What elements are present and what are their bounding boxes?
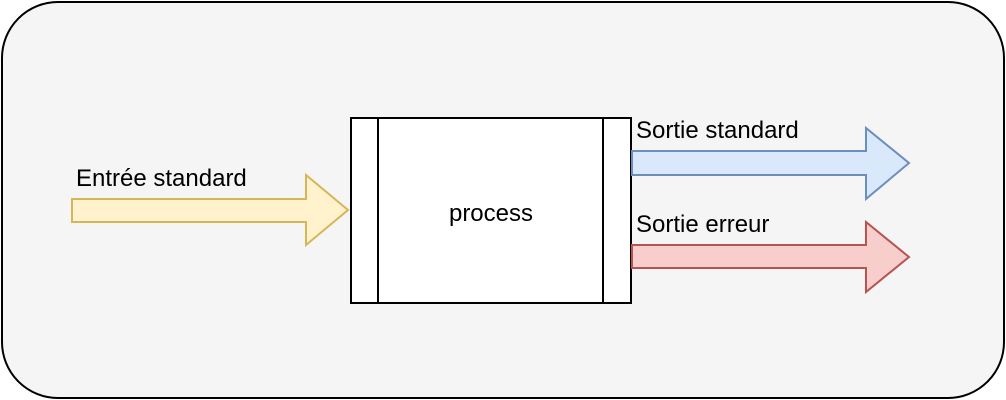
stdin-arrow bbox=[71, 172, 350, 248]
process-box bbox=[350, 117, 632, 304]
stdout-label: Sortie standard bbox=[636, 117, 799, 144]
stdout-arrow bbox=[631, 125, 911, 202]
stdin-label: Entrée standard bbox=[76, 165, 247, 192]
process-label: process bbox=[449, 200, 533, 227]
stderr-label: Sortie erreur bbox=[636, 211, 769, 238]
stderr-arrow bbox=[631, 219, 911, 295]
